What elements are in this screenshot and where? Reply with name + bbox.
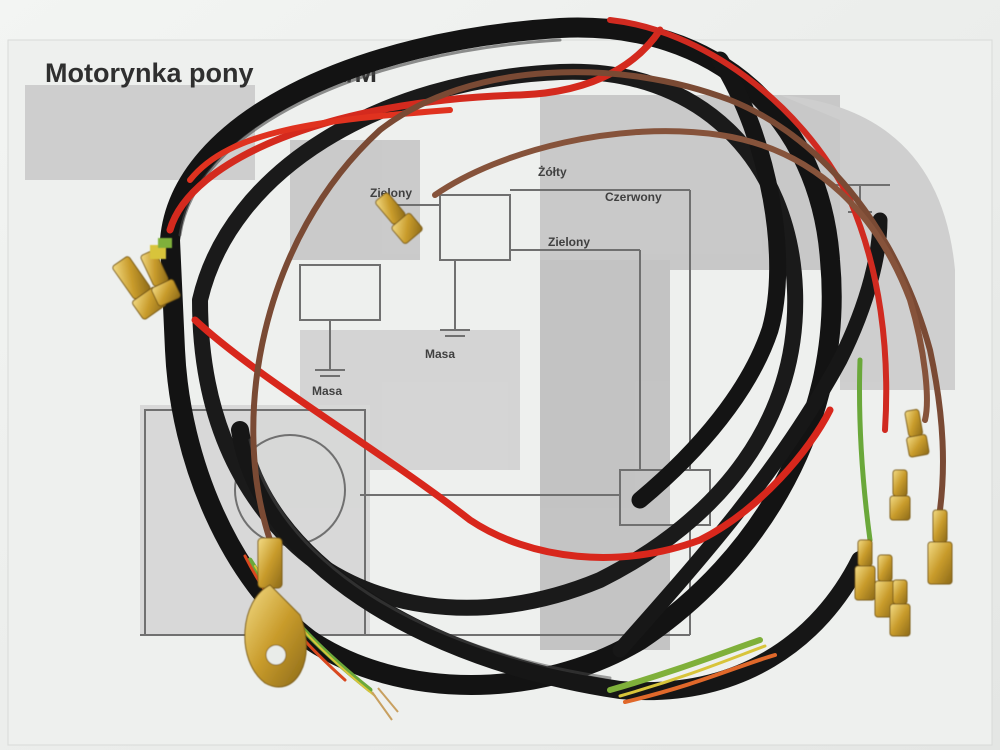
red-wire-diagonal [191, 316, 834, 561]
label-zielony-mid: Zielony [548, 235, 590, 249]
red-wire-top [166, 26, 664, 234]
black-sheath-long [231, 421, 869, 701]
ring-terminal [244, 537, 307, 688]
diagram-shading [25, 85, 955, 650]
label-zolty: Żółty [538, 164, 567, 179]
red-wire-right [607, 17, 890, 433]
spade-connectors-left [112, 238, 181, 320]
bare-wire-ends [371, 687, 399, 721]
label-czerwony: Czerwony [605, 190, 662, 204]
black-sheath-right [631, 51, 787, 509]
brown-wire-upper [432, 128, 930, 423]
green-yellow-wire-right [857, 357, 873, 543]
orange-wire-lower [623, 653, 777, 704]
spade-connector-top [375, 192, 423, 244]
label-masa-center: Masa [425, 347, 455, 361]
green-yellow-wire-lower [607, 637, 763, 693]
document-title: Motorynka pony [45, 58, 254, 88]
label-masa-left: Masa [312, 384, 342, 398]
spade-connectors-right [854, 409, 953, 637]
brown-wire-loop [250, 69, 946, 543]
